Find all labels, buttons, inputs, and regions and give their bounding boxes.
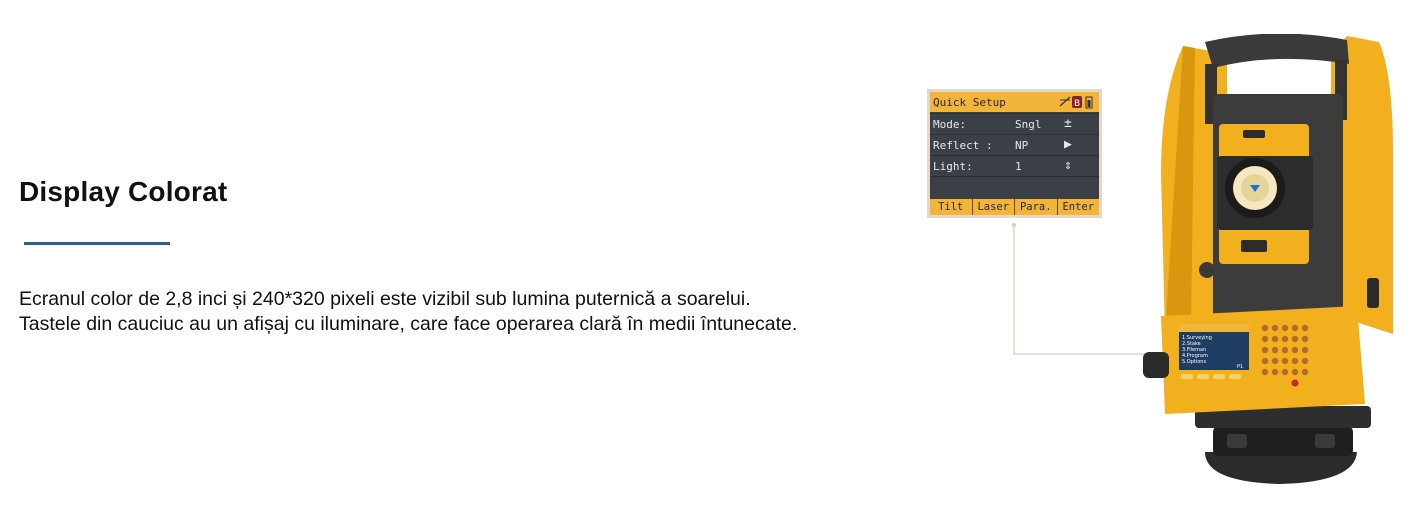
- up-down-icon: ⇕: [1064, 158, 1072, 173]
- softkey-tilt: Tilt: [930, 199, 973, 215]
- right-arrow-icon: ▶: [1064, 137, 1072, 152]
- display-row-mode: Mode: Sngl ±: [930, 113, 1099, 134]
- svg-text:B: B: [1074, 99, 1080, 109]
- battery-icon: [1085, 96, 1093, 109]
- row-value: NP: [1015, 139, 1029, 152]
- plus-minus-icon: ±: [1064, 116, 1072, 131]
- display-softkeys: Tilt Laser Para. Enter: [930, 199, 1099, 215]
- instrument-menu-item: 2.Stake: [1182, 341, 1201, 347]
- row-value: 1: [1015, 160, 1022, 173]
- display-row-empty: [930, 176, 1099, 199]
- laser-icon: B: [1072, 96, 1082, 109]
- instrument-menu-item: 3.Fileman: [1182, 347, 1206, 353]
- softkey-enter: Enter: [1057, 199, 1099, 215]
- softkey-laser: Laser: [972, 199, 1015, 215]
- zoomed-display: Quick Setup B Mode: Sngl ± Reflect : NP …: [927, 89, 1102, 218]
- section-title: Display Colorat: [19, 176, 228, 207]
- description-line-1: Ecranul color de 2,8 inci și 240*320 pix…: [19, 288, 751, 310]
- tilt-icon: [1059, 96, 1071, 107]
- instrument-menu-item: 4.Program: [1182, 353, 1208, 359]
- softkey-para: Para.: [1015, 199, 1058, 215]
- description-line-2: Tastele din cauciuc au un afișaj cu ilum…: [19, 313, 798, 335]
- instrument-menu-item: 1.Surveying: [1182, 335, 1212, 341]
- description: Ecranul color de 2,8 inci și 240*320 pix…: [19, 287, 797, 337]
- row-value: Sngl: [1015, 118, 1042, 131]
- row-label: Mode:: [933, 118, 967, 131]
- instrument-menu-item: 5.Options: [1182, 359, 1206, 365]
- instrument-page: P1: [1237, 364, 1243, 370]
- row-label: Light:: [933, 160, 973, 173]
- display-row-reflect: Reflect : NP ▶: [930, 134, 1099, 155]
- total-station-image: 1.Surveying 2.Stake 3.Fileman 4.Program …: [1143, 34, 1393, 484]
- display-title: Quick Setup: [933, 96, 1006, 109]
- row-label: Reflect :: [933, 139, 993, 152]
- display-row-light: Light: 1 ⇕: [930, 155, 1099, 176]
- status-icons: B: [1059, 96, 1093, 109]
- title-underline: [24, 242, 170, 245]
- display-header: Quick Setup B: [930, 92, 1099, 112]
